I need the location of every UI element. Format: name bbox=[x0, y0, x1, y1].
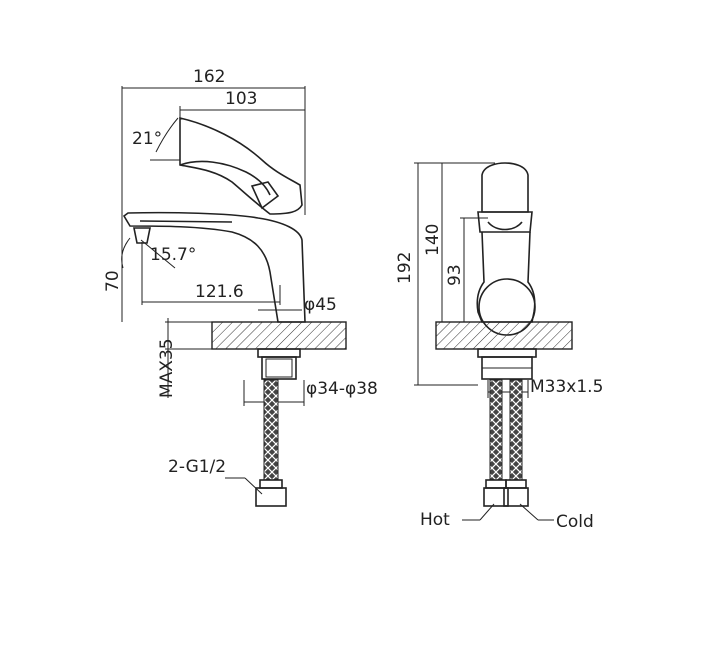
dim-total-height: 192 bbox=[395, 162, 495, 386]
max-thickness-label: MAX35 bbox=[157, 338, 177, 398]
dim-body-height: 93 bbox=[445, 217, 488, 322]
supply-hose-side bbox=[263, 379, 279, 481]
side-view: 162 103 21° 15.7° 70 bbox=[103, 67, 378, 507]
dim-spout-angle: 15.7° bbox=[140, 239, 196, 269]
handle-angle-label: 21° bbox=[132, 129, 162, 149]
handle-length-label: 103 bbox=[225, 89, 257, 109]
hot-hose bbox=[489, 379, 503, 481]
dim-hose-thread: 2-G1/2 bbox=[168, 457, 263, 495]
total-height-label: 192 bbox=[395, 252, 415, 284]
faucet-spout bbox=[122, 211, 306, 323]
dim-handle-length: 103 bbox=[179, 89, 305, 125]
mounting-hole-label: φ34-φ38 bbox=[306, 379, 378, 399]
overall-length-label: 162 bbox=[193, 67, 225, 87]
countertop-side bbox=[211, 321, 347, 350]
dim-handle-angle: 21° bbox=[132, 117, 180, 161]
dim-max-thickness: MAX35 bbox=[157, 318, 212, 398]
hose-thread-label: 2-G1/2 bbox=[168, 457, 226, 477]
body-height-label: 93 bbox=[445, 264, 465, 286]
base-diameter-label: φ45 bbox=[304, 295, 337, 315]
countertop-front bbox=[435, 321, 573, 350]
cold-label: Cold bbox=[556, 512, 594, 532]
spout-height-label: 70 bbox=[103, 270, 123, 292]
hot-callout: Hot bbox=[420, 503, 495, 530]
dim-handle-height: 140 bbox=[423, 163, 443, 322]
hot-label: Hot bbox=[420, 510, 450, 530]
dim-shank-thread: M33x1.5 bbox=[487, 377, 603, 398]
faucet-front-body bbox=[476, 231, 536, 323]
dim-base-diameter: φ45 bbox=[258, 295, 337, 315]
faucet-handle bbox=[179, 116, 303, 215]
shank-thread-label: M33x1.5 bbox=[530, 377, 603, 397]
spout-reach-label: 121.6 bbox=[195, 282, 244, 302]
dim-spout-reach: 121.6 bbox=[141, 242, 281, 305]
cold-hose bbox=[509, 379, 523, 481]
dim-spout-height: 70 bbox=[103, 248, 123, 322]
handle-height-label: 140 bbox=[423, 224, 443, 256]
faucet-front-handle bbox=[481, 162, 529, 213]
cold-callout: Cold bbox=[519, 503, 594, 532]
spout-angle-label: 15.7° bbox=[150, 245, 196, 265]
front-view: 192 140 93 M33x1.5 bbox=[395, 162, 603, 532]
